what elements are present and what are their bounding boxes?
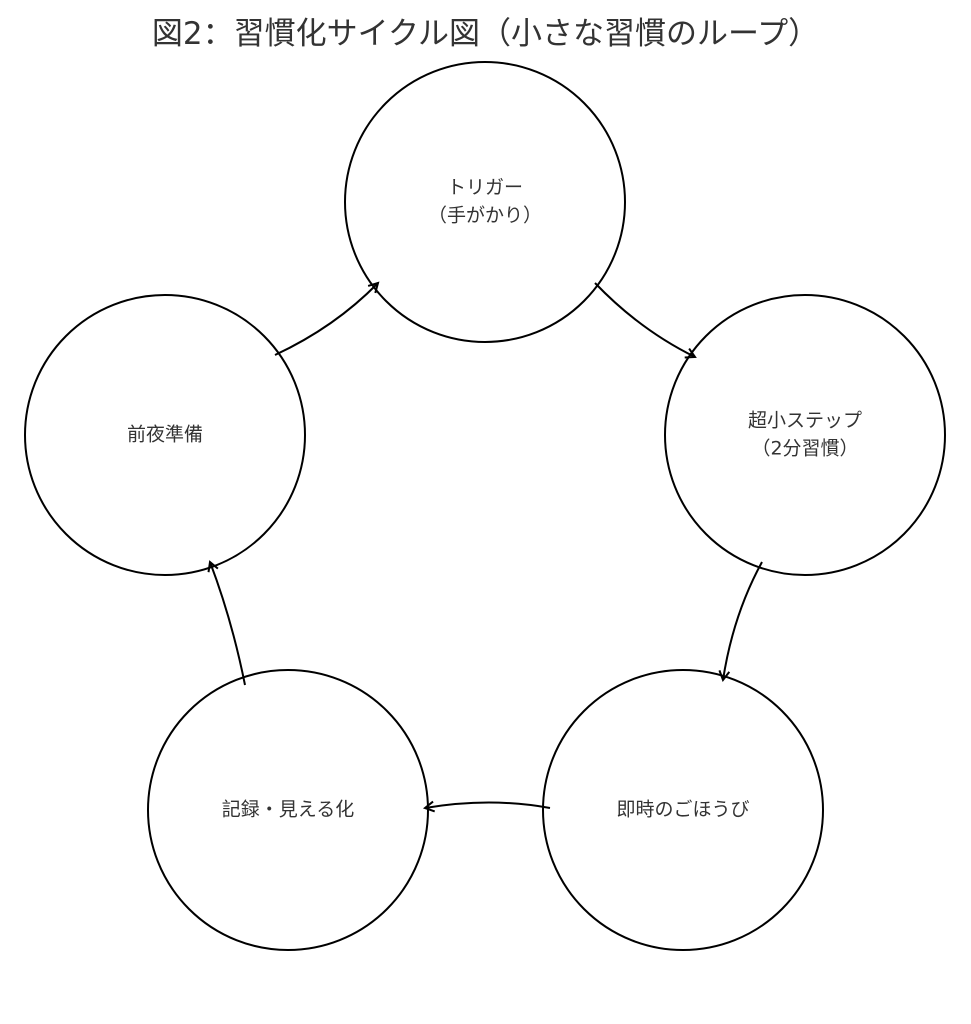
node-circle [542, 669, 824, 951]
node-circle [147, 669, 429, 951]
node-trigger: トリガー （手がかり） [344, 61, 626, 343]
node-label: 即時のごほうび [616, 799, 749, 821]
node-label: （2分習慣） [751, 438, 858, 460]
node-prep: 前夜準備 [24, 294, 306, 576]
node-circle [344, 61, 626, 343]
arrow-reward-to-record [425, 803, 551, 809]
node-label: 前夜準備 [127, 424, 203, 446]
diagram-title: 図2：習慣化サイクル図（小さな習慣のループ） [0, 12, 971, 56]
arrow-tiny-step-to-reward [723, 561, 763, 680]
node-record: 記録・見える化 [147, 669, 429, 951]
node-reward: 即時のごほうび [542, 669, 824, 951]
arrow-prep-to-trigger [274, 283, 378, 356]
node-label: 記録・見える化 [222, 799, 354, 821]
node-circle [24, 294, 306, 576]
node-label: （手がかり） [428, 205, 542, 227]
node-circle [664, 294, 946, 576]
node-label: 超小ステップ [748, 410, 862, 432]
arrow-trigger-to-tiny-step [594, 282, 695, 357]
node-label: トリガー [447, 177, 523, 199]
node-tiny-step: 超小ステップ （2分習慣） [664, 294, 946, 576]
arrow-record-to-prep [210, 562, 246, 686]
